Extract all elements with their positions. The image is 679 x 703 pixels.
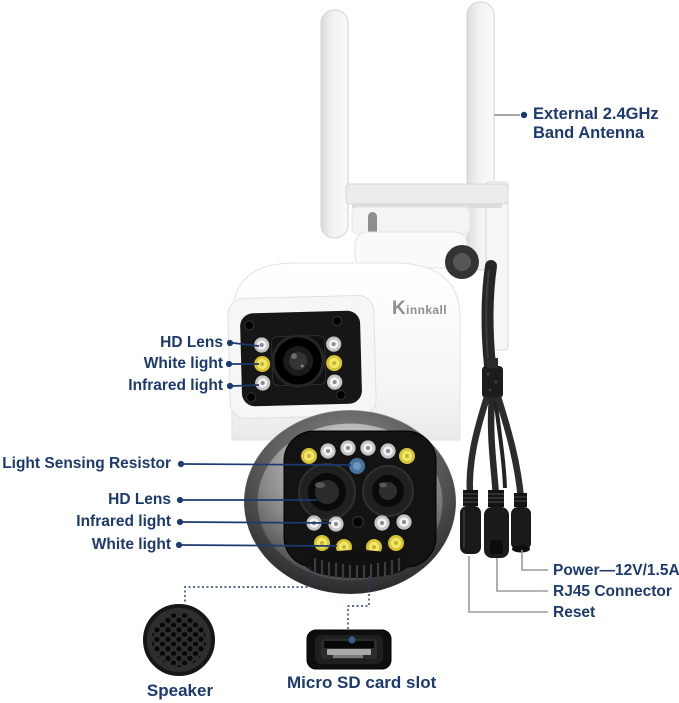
callout-white-light-bottom: White light — [91, 536, 171, 553]
callout-hd-lens-bottom: HD Lens — [108, 491, 171, 508]
front-camera-module — [227, 294, 377, 419]
callout-rj45: RJ45 Connector — [553, 583, 672, 600]
rj45-connector-plug — [484, 490, 509, 558]
brand-logo: Kinnkall — [392, 298, 447, 319]
light-sensing-resistor — [349, 458, 365, 474]
callout-light-sensing-resistor: Light Sensing Resistor — [2, 455, 171, 472]
callout-infrared-light-bottom: Infrared light — [76, 513, 171, 530]
reset-connector-plug — [460, 490, 481, 554]
hd-lens-ptz-left — [298, 463, 356, 521]
callout-sd-slot: Micro SD card slot — [287, 673, 437, 692]
microphone-hole — [351, 515, 365, 529]
callout-antenna-line1: External 2.4GHz — [533, 105, 659, 123]
callout-power: Power—12V/1.5A — [553, 562, 679, 579]
callout-antenna: External 2.4GHz Band Antenna — [533, 105, 659, 142]
callout-lines — [175, 111, 548, 629]
ptz-camera-module — [244, 410, 456, 594]
callout-white-light-top: White light — [143, 355, 223, 372]
callout-speaker: Speaker — [146, 681, 214, 700]
cable-splitter — [482, 366, 503, 398]
speaker-detail — [143, 604, 215, 676]
callout-infrared-light-top: Infrared light — [128, 377, 223, 394]
ptz-ribbed-collar — [305, 550, 409, 580]
hd-lens-top — [271, 334, 325, 388]
power-connector-plug — [511, 493, 531, 553]
callout-antenna-line2: Band Antenna — [533, 123, 645, 142]
antenna-left — [320, 9, 349, 239]
mount-bracket — [345, 181, 509, 351]
hd-lens-ptz-right — [362, 465, 414, 517]
cable-assembly — [460, 260, 531, 558]
sd-slot-detail — [306, 629, 392, 670]
callout-hd-lens-top: HD Lens — [160, 334, 223, 351]
mount-keyhole — [368, 212, 377, 236]
callout-reset: Reset — [553, 604, 596, 621]
